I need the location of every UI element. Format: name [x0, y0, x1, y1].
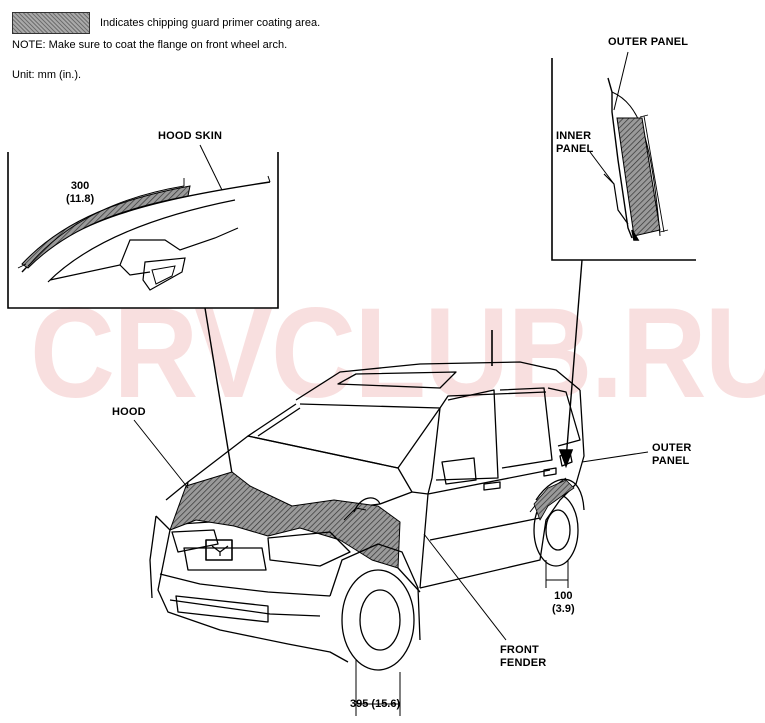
vehicle-body — [133, 330, 649, 716]
label-front-fender-line1: FRONT — [500, 644, 539, 656]
label-inner-panel-line2: PANEL — [556, 143, 594, 155]
label-hood-skin: HOOD SKIN — [158, 130, 223, 142]
label-outer-panel-right: OUTER PANEL — [652, 442, 692, 468]
label-hood: HOOD — [112, 406, 146, 418]
note-text: NOTE: Make sure to coat the flange on fr… — [12, 39, 288, 51]
dim-rear-mm: 100 — [554, 590, 573, 602]
label-inner-panel: INNER PANEL — [556, 130, 593, 156]
label-front-fender: FRONT FENDER — [500, 644, 546, 670]
dim-hood: 300 (11.8) — [66, 180, 94, 206]
legend-description: Indicates chipping guard primer coating … — [100, 17, 321, 29]
unit-text: Unit: mm (in.). — [12, 69, 82, 81]
label-outer-panel-right-line2: PANEL — [652, 455, 690, 467]
dim-rear-in: (3.9) — [552, 603, 575, 615]
dim-front: 395 (15.6) — [350, 698, 401, 710]
label-outer-panel-top: OUTER PANEL — [608, 36, 689, 48]
label-outer-panel-right-line1: OUTER — [652, 442, 692, 454]
dim-hood-in: (11.8) — [66, 193, 95, 205]
label-front-fender-line2: FENDER — [500, 657, 547, 669]
watermark: CRVCLUB.RU — [30, 282, 765, 425]
dim-rear: 100 (3.9) — [552, 590, 575, 616]
outer-panel-inset — [551, 51, 696, 469]
label-inner-panel-line1: INNER — [556, 130, 592, 142]
legend-swatch — [12, 12, 90, 34]
hood-skin-inset — [7, 144, 279, 507]
dim-hood-mm: 300 — [70, 180, 90, 192]
